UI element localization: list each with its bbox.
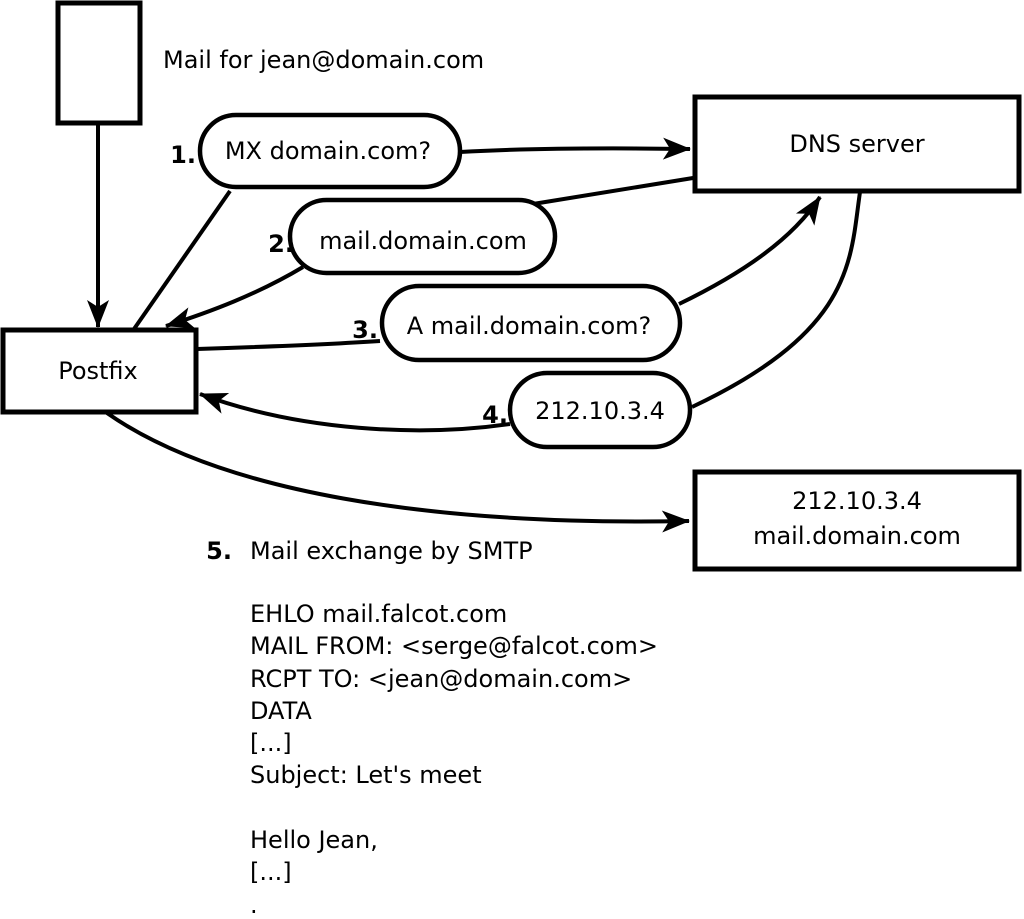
arrow-step4-to-postfix	[199, 392, 511, 433]
step3-label: A mail.domain.com?	[407, 312, 652, 340]
step4-label: 212.10.3.4	[535, 397, 665, 425]
arrow-postfix-to-mailserver	[105, 411, 690, 533]
connector-dns-to-step4	[691, 191, 862, 409]
mail-server-box	[692, 469, 1022, 572]
arrow-step2-to-postfix	[165, 265, 305, 329]
mail-note-label: Mail for jean@domain.com	[163, 46, 484, 74]
mail-server-ip-label: 212.10.3.4	[792, 487, 922, 515]
postfix-label: Postfix	[58, 357, 138, 385]
step1-label: MX domain.com?	[225, 137, 431, 165]
step1-number: 1.	[170, 141, 196, 169]
dns-server-box	[692, 94, 1022, 194]
connector-postfix-to-step3	[196, 339, 381, 351]
connector-dns-to-step2	[532, 176, 694, 206]
step5-label: Mail exchange by SMTP	[250, 537, 533, 565]
step5-number: 5.	[206, 537, 232, 565]
mail-server-hostname-label: mail.domain.com	[753, 522, 961, 550]
dns-server-label: DNS server	[789, 130, 924, 158]
smtp-session-transcript: EHLO mail.falcot.com MAIL FROM: <serge@f…	[250, 600, 658, 919]
step2-number: 2.	[268, 230, 294, 258]
connector-postfix-to-step1	[132, 189, 232, 331]
mail-message-shape	[55, 0, 143, 126]
step2-bubble	[287, 197, 558, 276]
step1-bubble	[197, 112, 463, 190]
arrow-step3-to-dns	[678, 195, 822, 306]
arrow-step1-to-dns	[459, 137, 691, 160]
step3-number: 3.	[352, 316, 378, 344]
step2-label: mail.domain.com	[319, 227, 527, 255]
step4-bubble	[507, 370, 693, 450]
step3-bubble	[379, 283, 683, 363]
step4-number: 4.	[482, 401, 508, 429]
postfix-box	[0, 327, 199, 415]
